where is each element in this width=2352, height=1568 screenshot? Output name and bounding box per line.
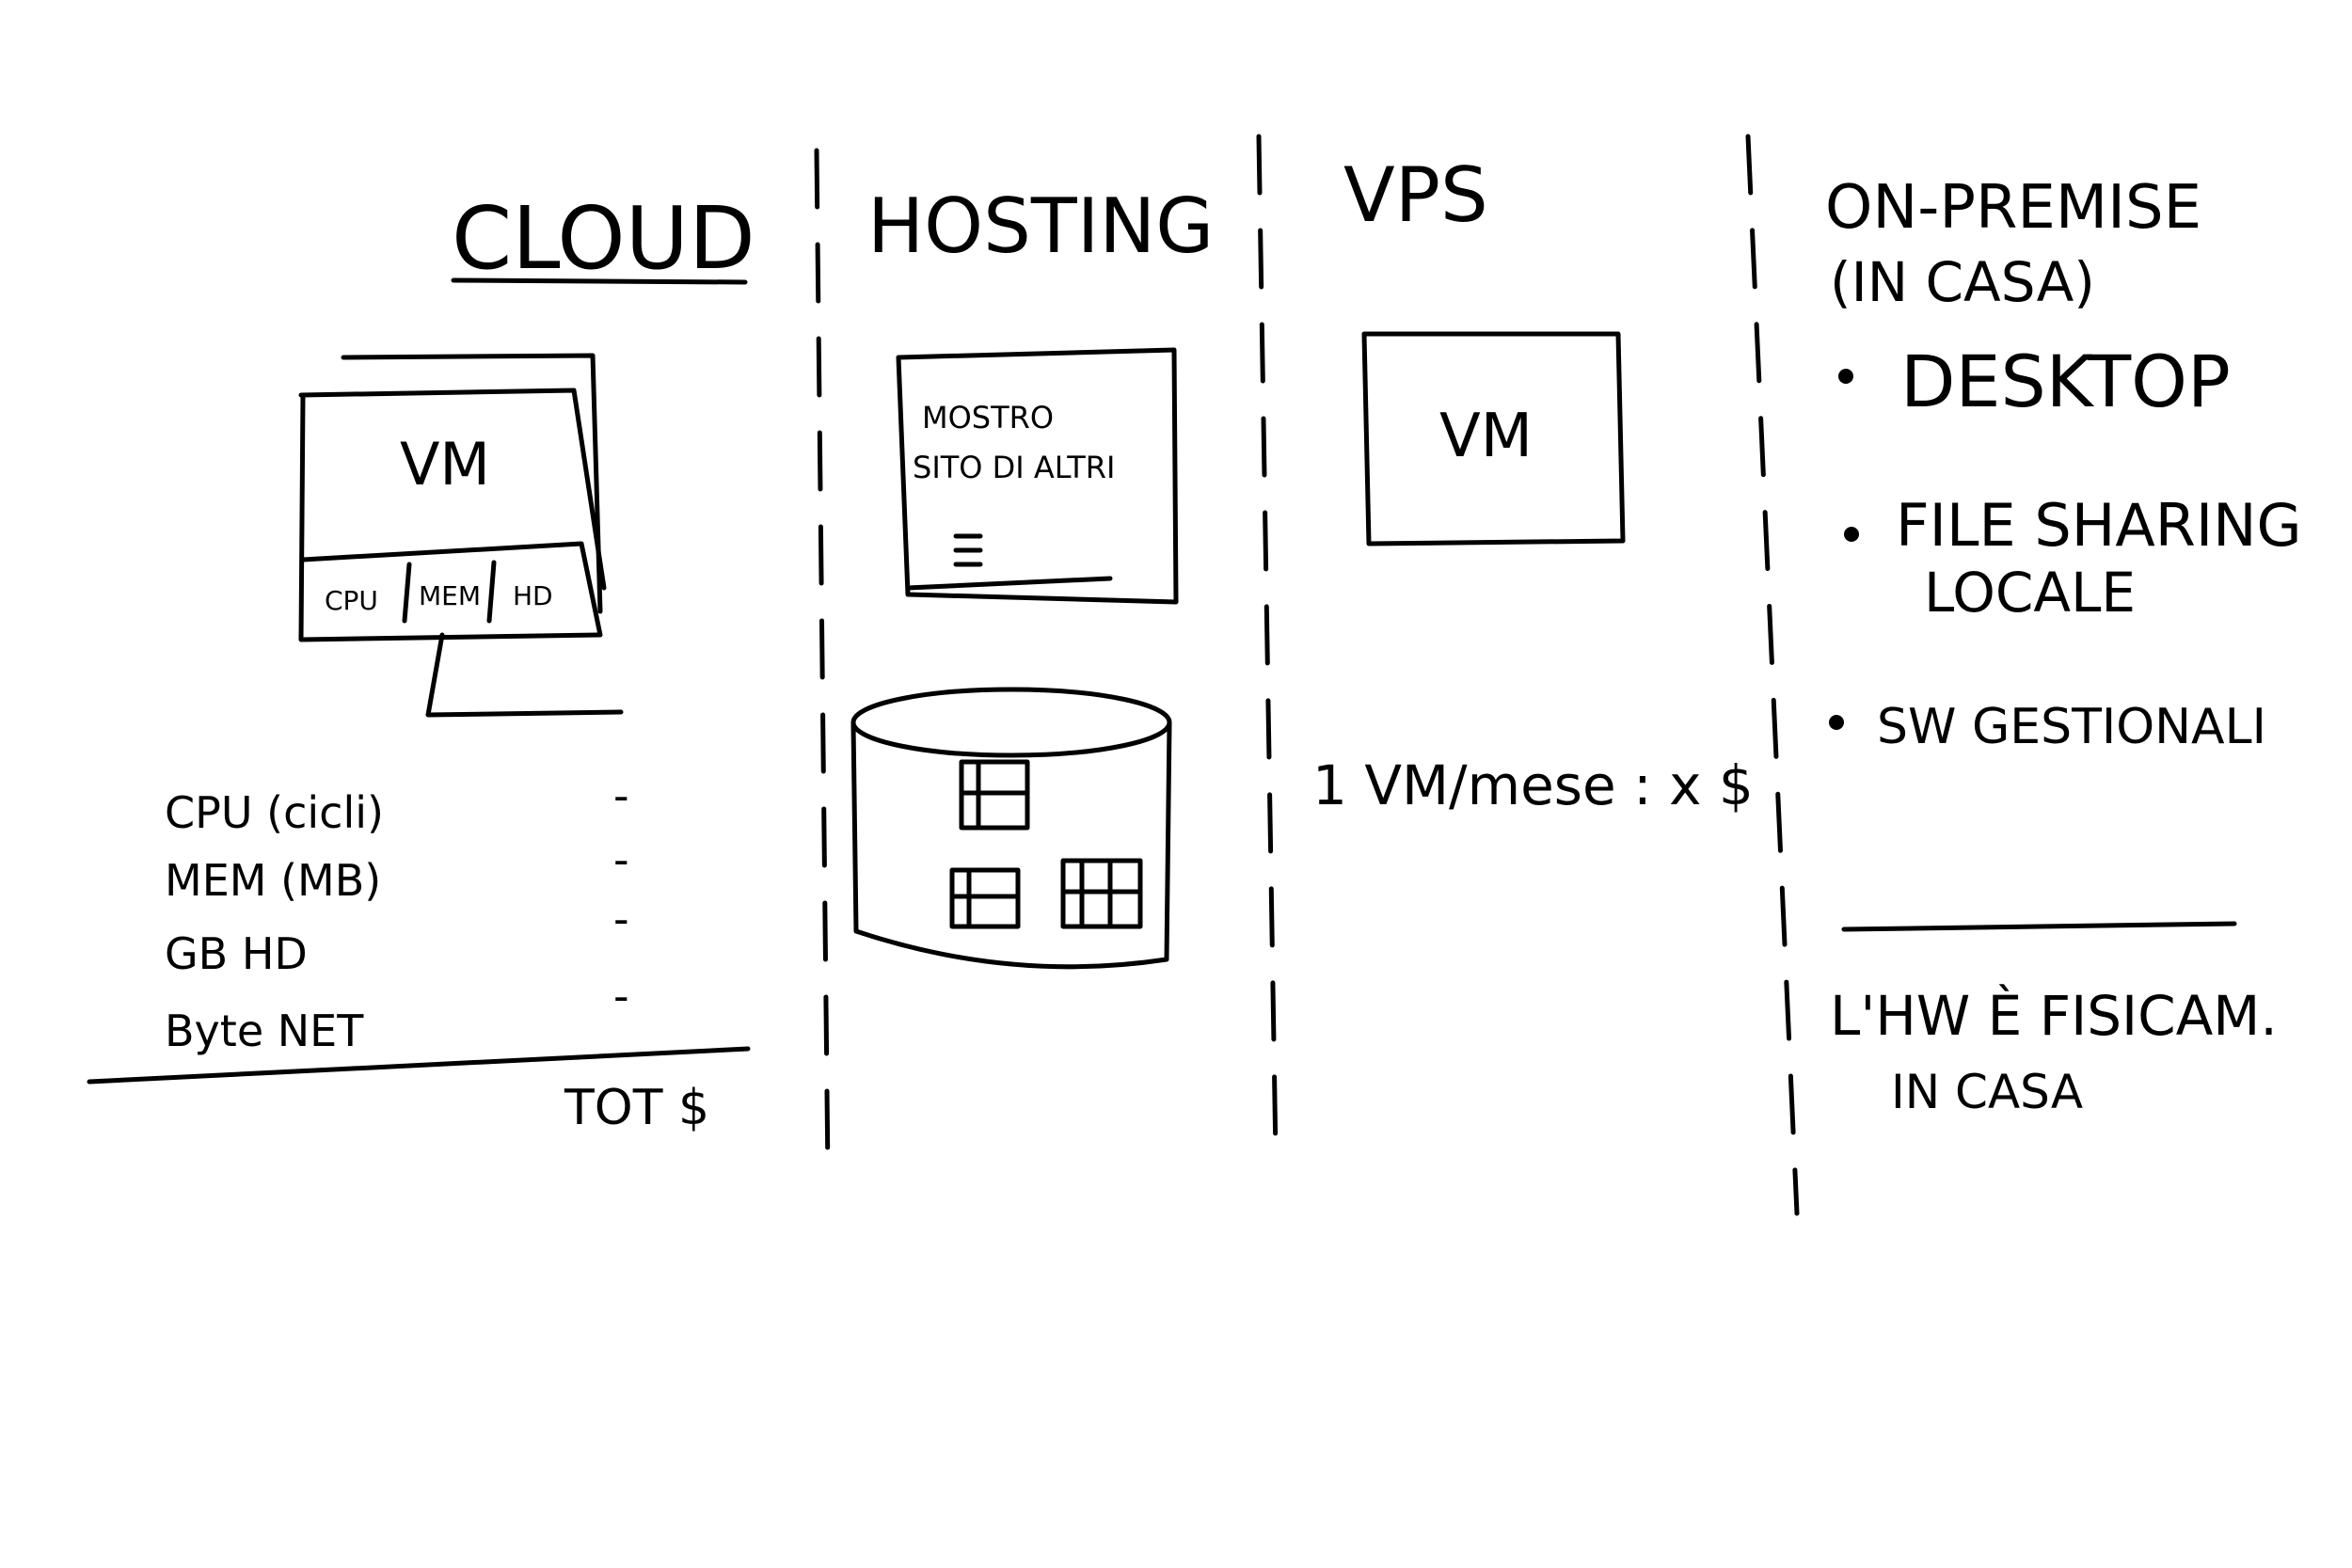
vps-section: VPS VM 1 VM/mese : x $ <box>1312 151 1754 817</box>
bullet-1 <box>1838 369 1853 384</box>
cloud-server-icon <box>298 353 624 718</box>
on-premise-subtitle: (IN CASA) <box>1830 250 2095 314</box>
on-premise-bullet-desktop: DESKTOP <box>1900 340 2231 423</box>
on-premise-section: ON-PREMISE (IN CASA) DESKTOP FILE SHARIN… <box>1825 173 2302 1119</box>
cost-total: TOT $ <box>564 1080 709 1136</box>
vps-title: VPS <box>1343 151 1488 239</box>
cost-value-cpu: - <box>613 770 629 821</box>
on-premise-bullet-file-sharing: FILE SHARING <box>1896 491 2302 560</box>
hosting-page-line1: MOSTRO <box>922 400 1054 436</box>
cloud-vm-label: VM <box>400 430 490 499</box>
hosting-section: HOSTING MOSTRO SITO DI ALTRI <box>850 182 1214 970</box>
column-dividers <box>814 134 1800 1216</box>
divider-1 <box>814 148 831 1179</box>
cost-total-line <box>87 1046 751 1085</box>
vps-vm-box <box>1361 331 1626 546</box>
divider-2 <box>1256 134 1279 1160</box>
on-premise-bullet-sw: SW GESTIONALI <box>1877 699 2266 755</box>
hosting-page-icon <box>896 347 1179 605</box>
cloud-cell-hd: HD <box>513 580 553 611</box>
cloud-title: CLOUD <box>452 188 755 289</box>
cloud-title-underline <box>451 277 748 285</box>
bullet-3 <box>1829 715 1844 730</box>
divider-3 <box>1745 134 1800 1216</box>
bullet-2 <box>1844 527 1859 542</box>
cloud-cell-mem: MEM <box>419 580 481 611</box>
cloud-section: CLOUD VM CPU MEM HD CPU (cicli) - MEM (M… <box>87 188 755 1136</box>
hosting-page-line2: SITO DI ALTRI <box>913 450 1115 485</box>
vps-vm-label: VM <box>1439 402 1533 471</box>
cost-value-mem: - <box>613 834 629 885</box>
cost-label-hd: GB HD <box>165 928 308 979</box>
cloud-cell-cpu: CPU <box>325 585 378 616</box>
cost-label-mem: MEM (MB) <box>165 855 381 906</box>
on-premise-note-line2: IN CASA <box>1891 1065 2083 1119</box>
cloud-cost-list: CPU (cicli) - MEM (MB) - GB HD - Byte NE… <box>87 770 751 1136</box>
cost-label-cpu: CPU (cicli) <box>165 787 384 838</box>
on-premise-title: ON-PREMISE <box>1825 173 2201 243</box>
cost-label-net: Byte NET <box>165 1006 364 1056</box>
cost-value-net: - <box>613 971 629 1022</box>
hosting-title: HOSTING <box>867 182 1214 270</box>
on-premise-separator <box>1841 921 2237 932</box>
cost-value-hd: - <box>613 894 629 944</box>
on-premise-bullet-file-sharing-line2: LOCALE <box>1924 561 2136 625</box>
hosting-database-icon <box>850 687 1172 970</box>
on-premise-note-line1: L'HW È FISICAM. <box>1830 983 2278 1048</box>
vps-price: 1 VM/mese : x $ <box>1312 753 1754 817</box>
